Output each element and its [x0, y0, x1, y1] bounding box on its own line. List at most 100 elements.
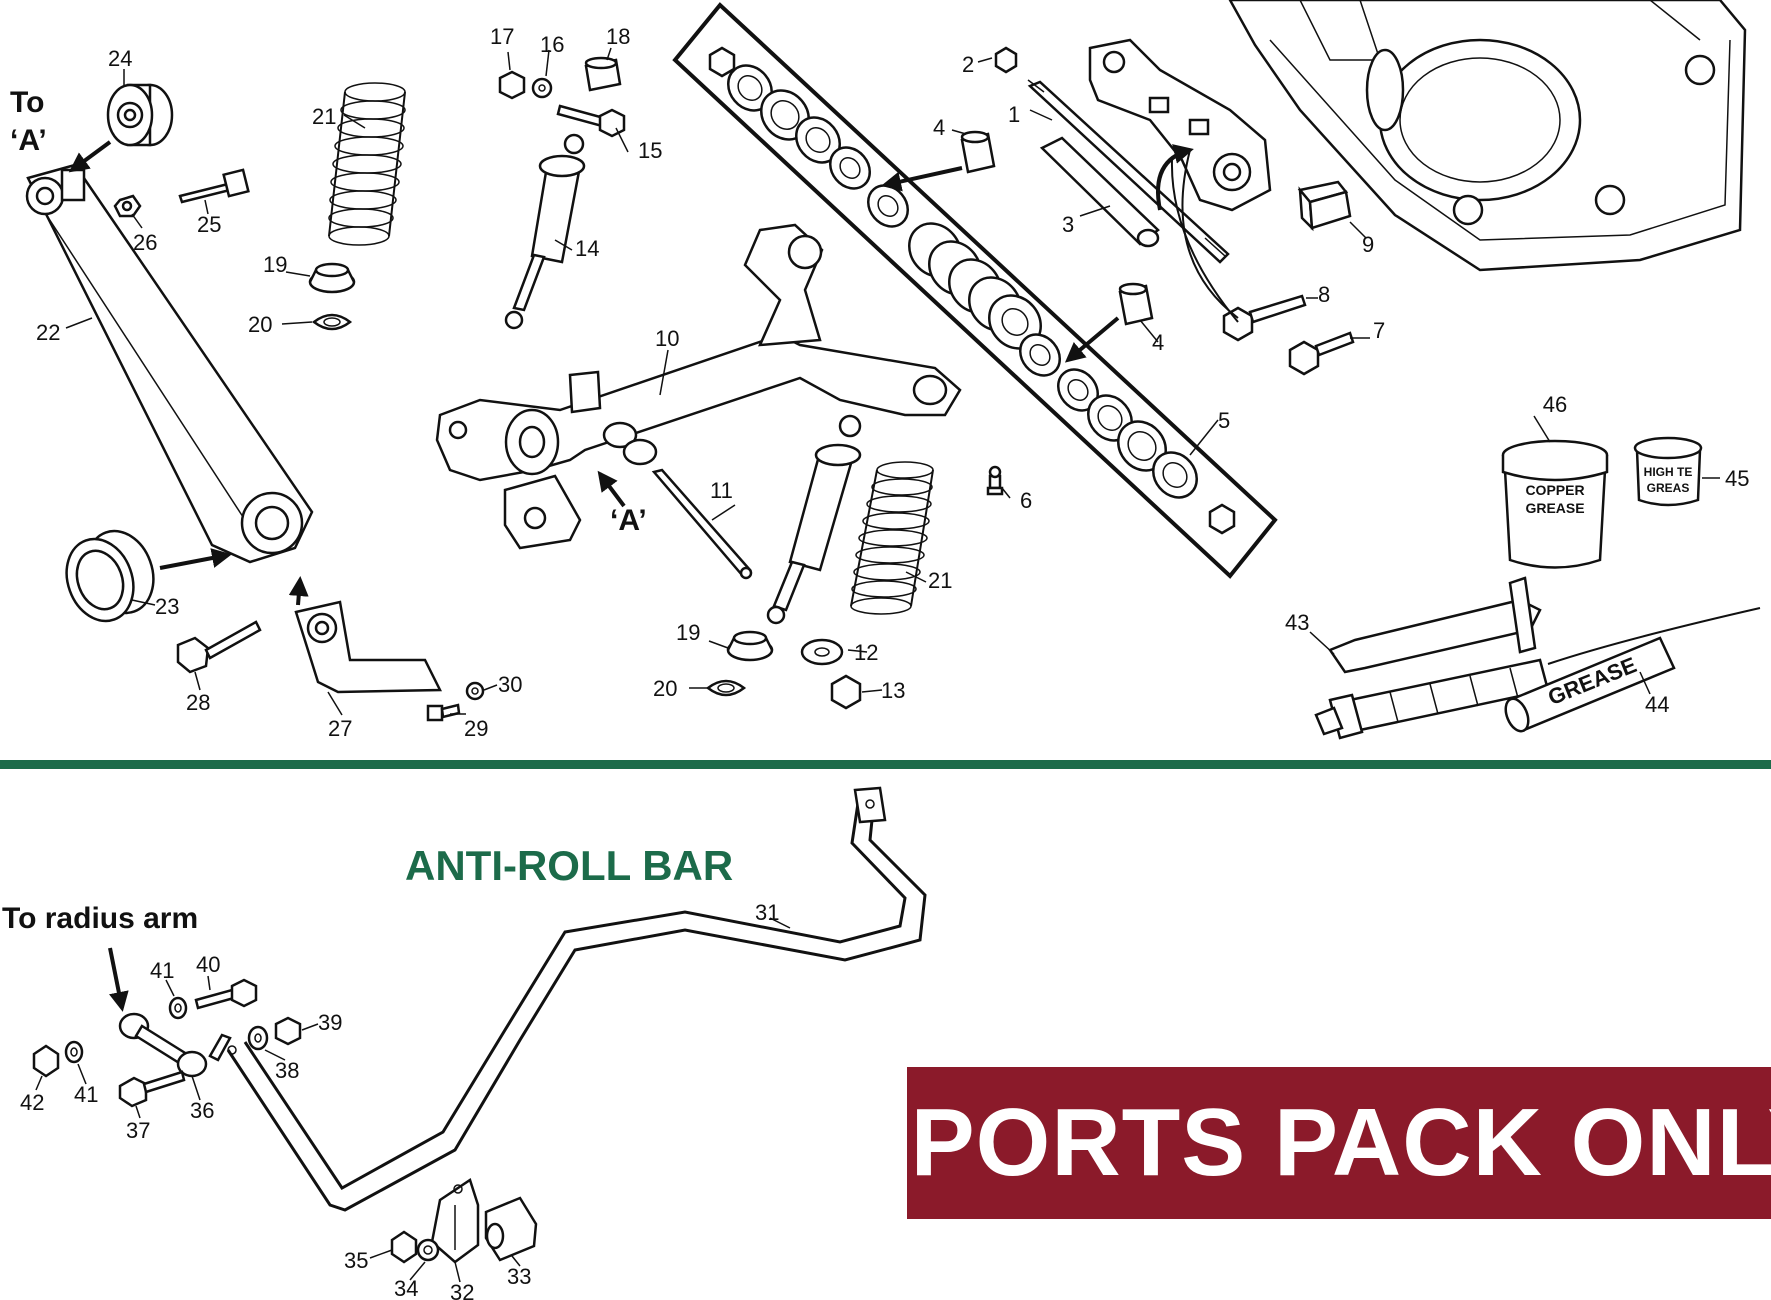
callout-2: 2: [962, 52, 974, 77]
grease-nipple-part-6: [986, 465, 1004, 496]
callouts-upper: 1 2 3 4 4 5 6 7 8 9 10 11 12 13 14 15 16…: [36, 24, 1749, 741]
bush-part-4-lower: [1118, 282, 1154, 326]
sports-pack-banner-text: SPORTS PACK ONLY: [845, 1089, 1771, 1196]
callout-23: 23: [155, 594, 179, 619]
nut-part-13: [830, 674, 862, 710]
copper-grease-label-line1: COPPER: [1525, 482, 1584, 498]
crossmember-part-10: [435, 223, 962, 550]
callout-5: 5: [1218, 408, 1230, 433]
copper-grease-label-line2: GREASE: [1525, 500, 1584, 516]
callout-14: 14: [575, 236, 599, 261]
grease-gun-part-43: [1314, 576, 1761, 740]
arrow-to-radius-arm: [108, 947, 129, 1012]
clip-part-20-upper: [311, 313, 353, 331]
callout-38: 38: [275, 1058, 299, 1083]
spring-seat-part-19-lower: [726, 630, 774, 662]
note-a-marker: ‘A’: [610, 504, 647, 537]
bolt-part-25: [178, 168, 250, 204]
callout-18: 18: [606, 24, 630, 49]
callout-7: 7: [1373, 318, 1385, 343]
nut-part-42: [32, 1044, 60, 1078]
callout-30: 30: [498, 672, 522, 697]
washer-part-41-upper: [168, 996, 188, 1020]
high-temp-label-line2: GREAS: [1647, 481, 1690, 495]
callout-12: 12: [854, 640, 878, 665]
callout-4b: 4: [1152, 330, 1164, 355]
nut-part-2: [994, 46, 1018, 74]
upper-arrows: [68, 140, 1194, 606]
bolt-part-8: [1222, 294, 1307, 342]
callout-35: 35: [344, 1248, 368, 1273]
callout-41a: 41: [150, 958, 174, 983]
high-temp-label-line1: HIGH TE: [1644, 465, 1693, 479]
callout-43: 43: [1285, 610, 1309, 635]
callout-16: 16: [540, 32, 564, 57]
note-to-a-line2: ‘A’: [10, 124, 47, 157]
leader-lines-lower: [35, 917, 791, 1283]
callout-1: 1: [1008, 102, 1020, 127]
callout-33: 33: [507, 1264, 531, 1289]
washer-part-34: [416, 1238, 440, 1262]
bush-part-23: [65, 529, 155, 623]
damper-part-14: [504, 133, 586, 330]
copper-grease-tub-part-46: COPPER GREASE: [1501, 439, 1609, 569]
callout-27: 27: [328, 716, 352, 741]
nut-part-39: [274, 1016, 302, 1046]
nut-part-17: [498, 70, 526, 100]
callout-36: 36: [190, 1098, 214, 1123]
brake-pipe: [1181, 149, 1239, 319]
callout-20b: 20: [653, 676, 677, 701]
washer-part-16: [531, 77, 553, 99]
sports-pack-banner: SPORTS PACK ONLY: [846, 1067, 1771, 1219]
callout-31: 31: [755, 900, 779, 925]
leader-lines: [65, 47, 1720, 716]
washer-part-38: [247, 1025, 269, 1051]
callout-4a: 4: [933, 115, 945, 140]
callout-9: 9: [1362, 232, 1374, 257]
callout-29: 29: [464, 716, 488, 741]
callout-11: 11: [710, 478, 733, 503]
callout-10: 10: [655, 326, 679, 351]
callout-24: 24: [108, 46, 132, 71]
coil-spring-part-21-upper: [328, 82, 406, 246]
callout-37: 37: [126, 1118, 150, 1143]
bolt-part-15: [556, 104, 626, 138]
note-to-radius-arm: To radius arm: [2, 902, 198, 935]
bearing-kit-box-part-5: [672, 2, 1278, 579]
coil-spring-part-21-lower: [850, 461, 934, 615]
brake-pipe-2: [1170, 159, 1239, 323]
callout-21a: 21: [312, 104, 336, 129]
bolt-part-7: [1288, 331, 1355, 376]
spindle-part-11: [651, 468, 753, 580]
callout-6: 6: [1020, 488, 1032, 513]
section-divider: [0, 760, 1771, 769]
nut-part-26: [113, 194, 142, 218]
washer-part-12: [800, 638, 844, 666]
callout-19a: 19: [263, 252, 287, 277]
callout-34: 34: [394, 1276, 418, 1300]
bush-part-4-upper: [960, 130, 996, 174]
callout-20a: 20: [248, 312, 272, 337]
callouts-lower: 31 32 33 34 35 36 37 38 39 40 41 41 42: [20, 900, 779, 1300]
washer-part-30: [465, 681, 485, 701]
callout-25: 25: [197, 212, 221, 237]
callout-19b: 19: [676, 620, 700, 645]
callout-45: 45: [1725, 466, 1749, 491]
damper-lower: [766, 414, 862, 625]
high-temp-grease-tin-part-45: HIGH TE GREAS: [1633, 436, 1703, 507]
nut-part-35: [390, 1230, 418, 1264]
anti-roll-bar-part-31: [208, 786, 927, 1212]
callout-46: 46: [1543, 392, 1567, 417]
bolt-part-40: [194, 978, 258, 1010]
bush-part-18: [584, 56, 622, 92]
callout-8: 8: [1318, 282, 1330, 307]
note-to-a-line1: To: [10, 86, 44, 119]
callout-41b: 41: [74, 1082, 98, 1107]
bush-part-24: [106, 83, 174, 147]
callout-3: 3: [1062, 212, 1074, 237]
callout-13: 13: [881, 678, 905, 703]
callout-21b: 21: [928, 568, 952, 593]
rubber-bush-part-33: [484, 1196, 538, 1262]
bolt-part-28: [176, 620, 262, 674]
